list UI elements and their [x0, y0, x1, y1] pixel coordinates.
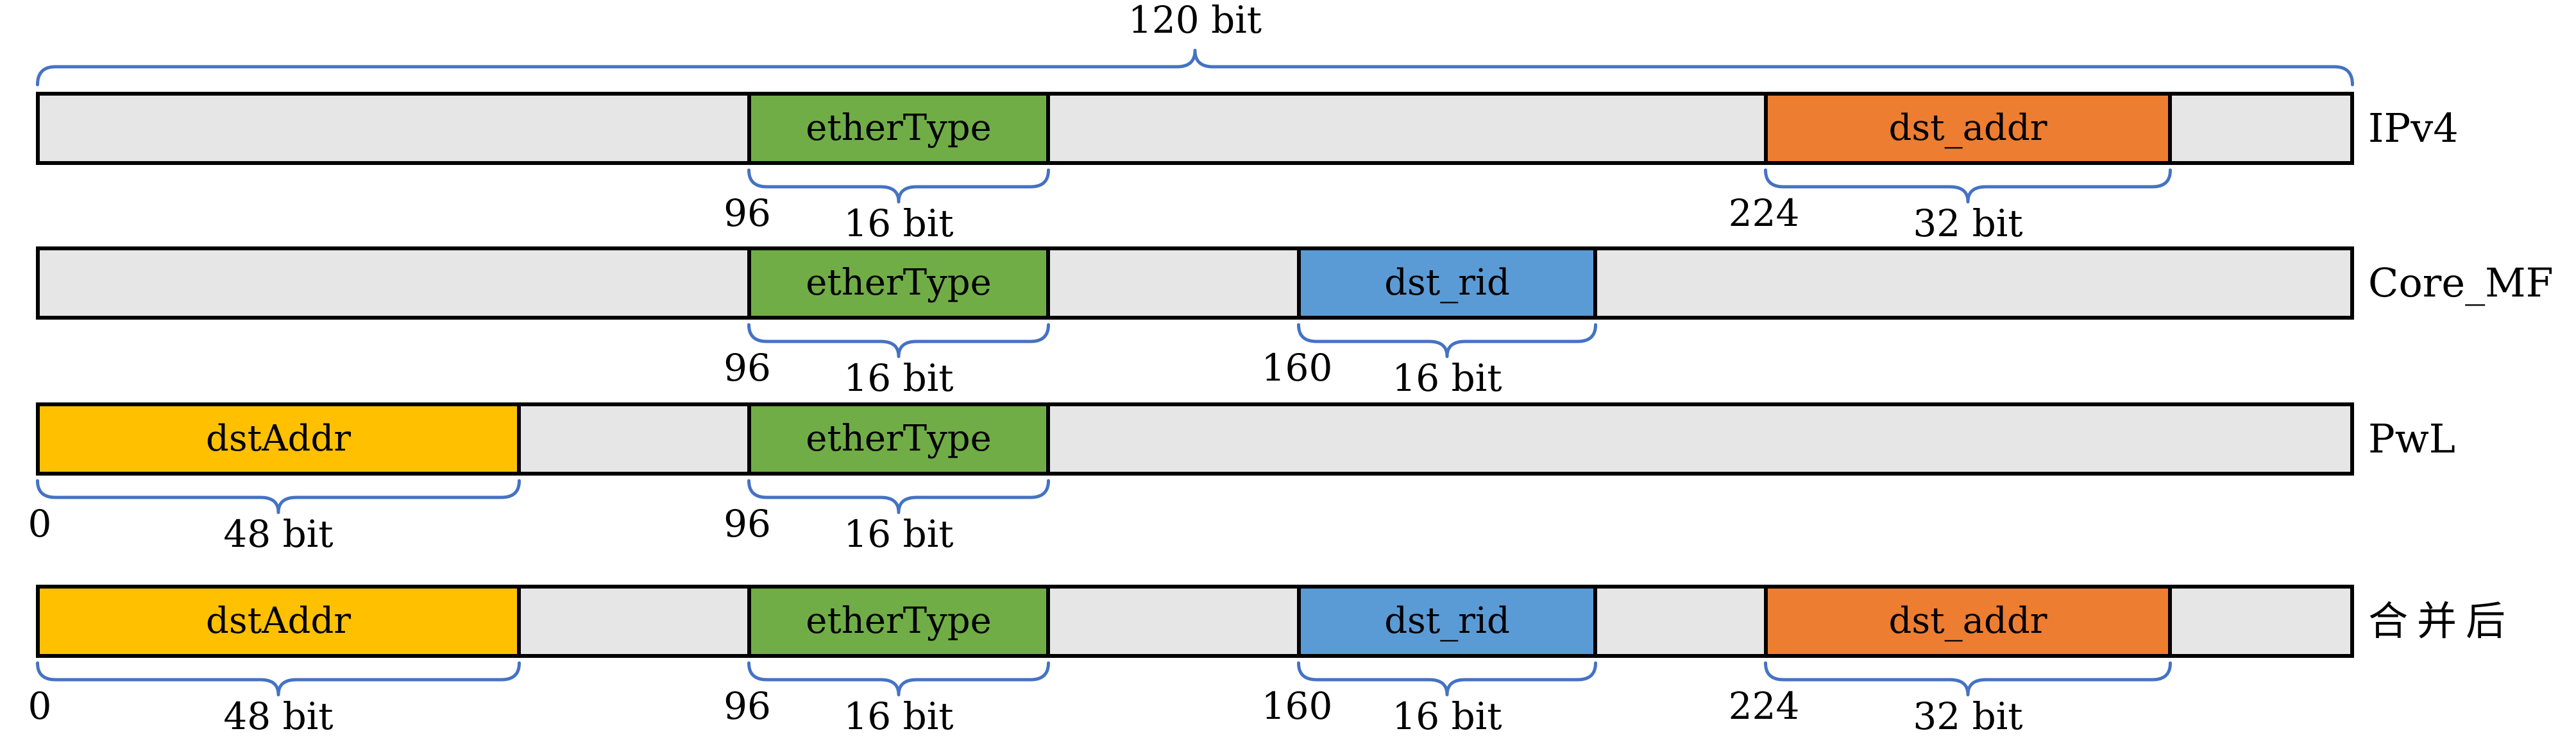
field-block-dstAddr: dstAddr: [36, 402, 521, 476]
field-block-etherType: etherType: [747, 585, 1050, 658]
start-bit-label-dstAddr: 0: [28, 684, 52, 728]
field-size-label-dst_rid: 16 bit: [1392, 694, 1502, 738]
total-bits-label: 120 bit: [1128, 0, 1262, 42]
underbrace-dst_addr-icon: [1764, 661, 2172, 696]
field-block-etherType: etherType: [747, 92, 1050, 165]
row-3-bar: dstAddr etherType: [36, 402, 2354, 476]
underbrace-etherType-icon: [747, 479, 1050, 514]
field-size-label-dstAddr: 48 bit: [223, 694, 334, 738]
underbrace-etherType-icon: [747, 661, 1050, 696]
start-bit-label-dstAddr: 0: [28, 502, 52, 546]
field-block-dst_addr: dst_addr: [1764, 92, 2172, 165]
start-bit-label-etherType: 96: [724, 502, 771, 546]
field-block-etherType: etherType: [747, 402, 1050, 476]
row-name-label-1: IPv4: [2368, 105, 2459, 151]
start-bit-label-etherType: 96: [724, 191, 771, 235]
row-4-bar: dstAddr etherType dst_rid dst_addr: [36, 585, 2354, 658]
start-bit-label-dst_rid: 160: [1261, 346, 1333, 390]
field-block-dst_addr: dst_addr: [1764, 585, 2172, 658]
field-size-label-dst_addr: 32 bit: [1913, 694, 2023, 738]
field-size-label-etherType: 16 bit: [843, 356, 954, 400]
underbrace-etherType-icon: [747, 323, 1050, 358]
start-bit-label-dst_addr: 224: [1728, 191, 1800, 235]
start-bit-label-etherType: 96: [724, 684, 771, 728]
underbrace-dst_addr-icon: [1764, 168, 2172, 203]
start-bit-label-dst_addr: 224: [1728, 684, 1800, 728]
row-1-bar: etherType dst_addr: [36, 92, 2354, 165]
row-name-label-3: PwL: [2368, 415, 2455, 462]
field-size-label-etherType: 16 bit: [843, 202, 954, 245]
field-size-label-etherType: 16 bit: [843, 694, 954, 738]
field-block-dst_rid: dst_rid: [1297, 246, 1597, 320]
underbrace-etherType-icon: [747, 168, 1050, 203]
field-block-dst_rid: dst_rid: [1297, 585, 1597, 658]
row-2-bar: etherType dst_rid: [36, 246, 2354, 320]
start-bit-label-dst_rid: 160: [1261, 684, 1333, 728]
start-bit-label-etherType: 96: [724, 346, 771, 390]
field-size-label-dstAddr: 48 bit: [223, 512, 334, 556]
underbrace-dstAddr-icon: [36, 661, 521, 696]
field-block-dstAddr: dstAddr: [36, 585, 521, 658]
underbrace-dst_rid-icon: [1297, 323, 1597, 358]
field-size-label-dst_rid: 16 bit: [1392, 356, 1502, 400]
field-size-label-dst_addr: 32 bit: [1913, 202, 2023, 245]
row-name-label-2: Core_MF: [2368, 259, 2554, 306]
underbrace-dst_rid-icon: [1297, 661, 1597, 696]
field-size-label-etherType: 16 bit: [843, 512, 954, 556]
total-overbrace-icon: [36, 49, 2354, 87]
underbrace-dstAddr-icon: [36, 479, 521, 514]
row-name-label-4: 合并后: [2368, 598, 2515, 644]
field-block-etherType: etherType: [747, 246, 1050, 320]
